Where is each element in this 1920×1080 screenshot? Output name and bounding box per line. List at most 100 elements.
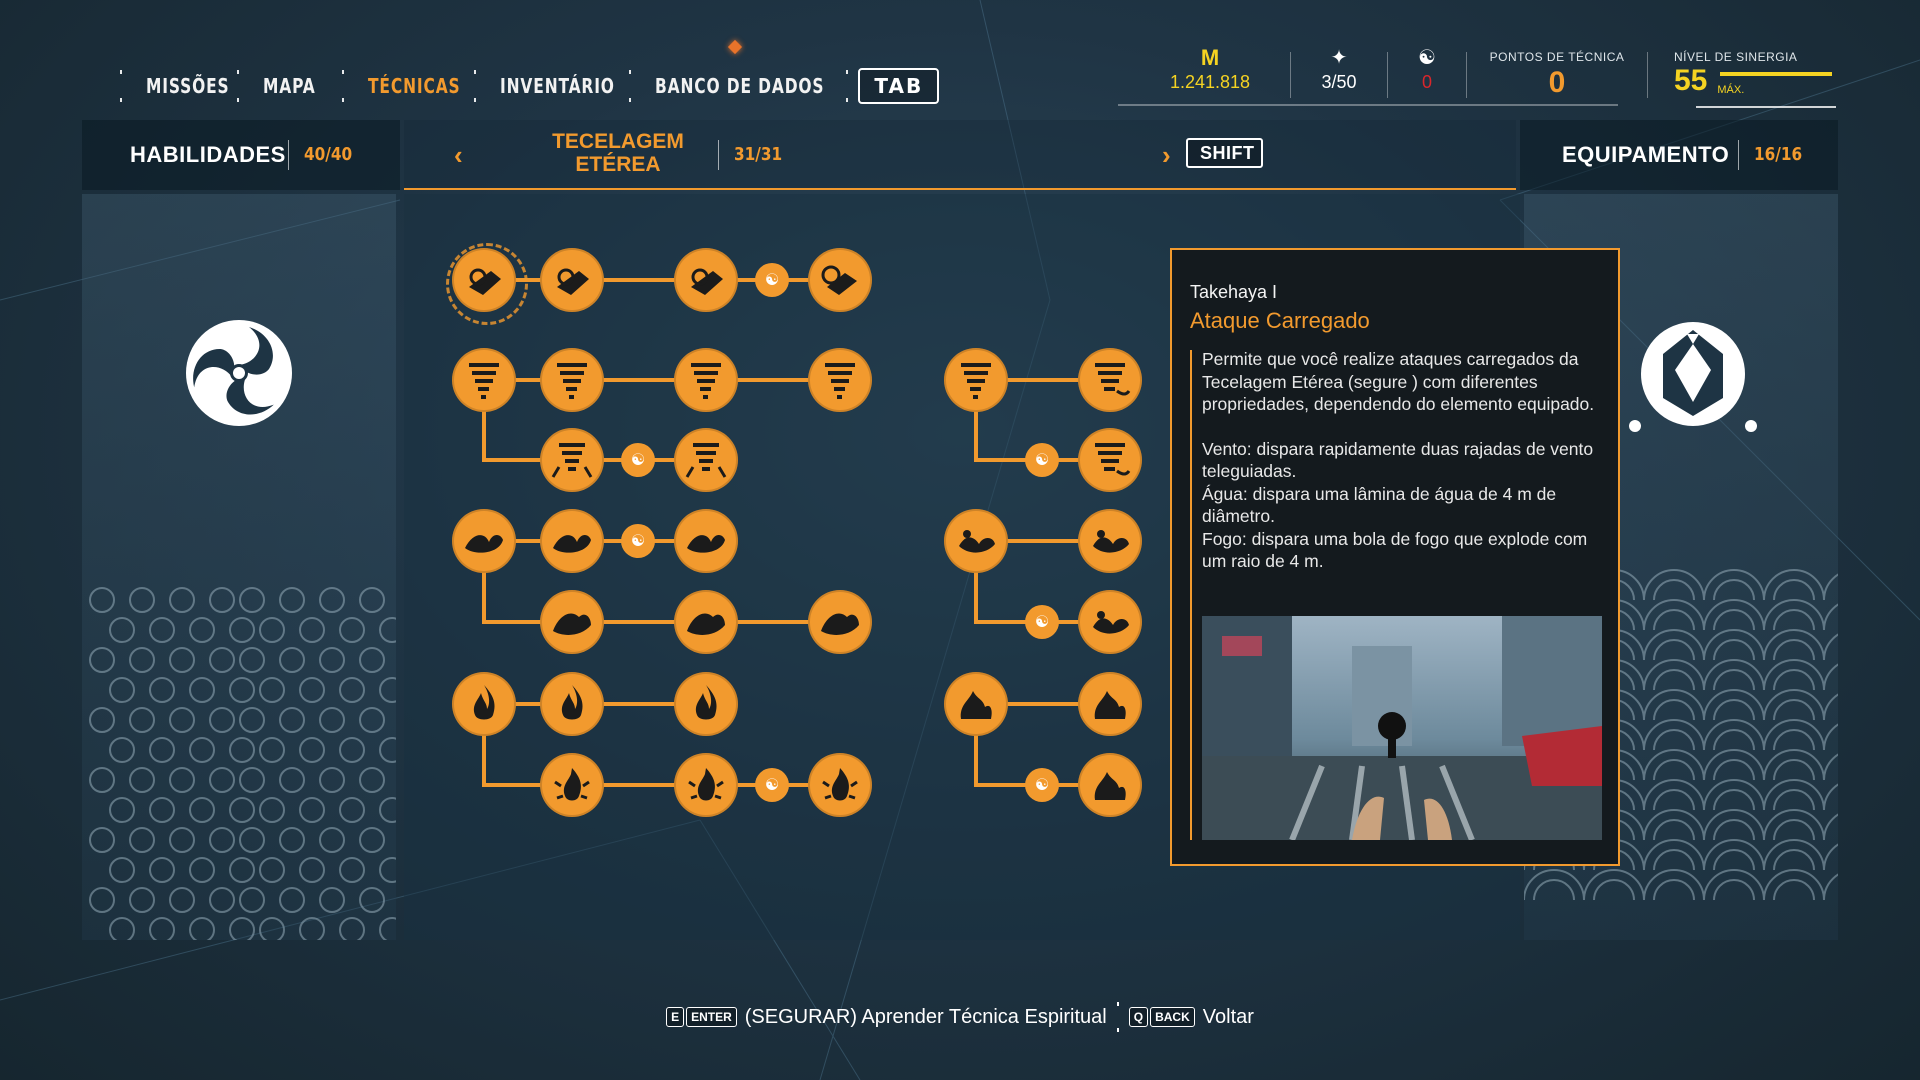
abilities-panel[interactable]	[82, 194, 396, 940]
decorative-pattern	[89, 587, 396, 940]
ethereal-weaving-tab[interactable]: ‹ TECELAGEM ETÉREA 31/31 › SHIFT	[404, 120, 1516, 190]
wave-crest-icon	[687, 613, 725, 635]
synergy-value: 55	[1674, 64, 1708, 97]
yin-yang-icon: ☯	[755, 768, 789, 802]
description-text: Permite que você realize ataques carrega…	[1202, 349, 1595, 414]
skill-node-fire-1[interactable]	[452, 672, 516, 736]
header-separator	[288, 140, 289, 170]
flame-burst-icon	[554, 768, 590, 801]
tab-missoes[interactable]: MISSÕES	[146, 66, 243, 106]
chevron-right-icon[interactable]: ›	[1162, 140, 1171, 170]
key-e: E	[666, 1007, 685, 1027]
tornado-burst-icon	[551, 443, 593, 478]
skill-node-water-alt-2[interactable]	[1078, 509, 1142, 573]
header-separator	[718, 140, 719, 170]
ethereal-weaving-count: 31/31	[734, 144, 783, 165]
skill-points-stat: PONTOS DE TÉCNICA 0	[1467, 48, 1647, 104]
tab-label: BANCO DE DADOS	[655, 74, 825, 98]
tornado-burst-icon	[685, 443, 727, 478]
splash-icon	[1093, 530, 1129, 553]
tab-mapa[interactable]: MAPA	[263, 66, 324, 106]
header-separator	[1738, 140, 1739, 170]
skill-node-wind-5[interactable]	[540, 428, 604, 492]
skill-node-charged-attack-4[interactable]	[808, 248, 872, 312]
skill-node-water-2[interactable]	[540, 509, 604, 573]
stat-separator	[1647, 52, 1648, 98]
nav-separator	[473, 70, 476, 102]
yin-yang-icon: ☯	[621, 524, 655, 558]
skill-node-water-alt-3[interactable]	[1078, 590, 1142, 654]
stat-separator	[1290, 52, 1291, 98]
skill-node-charged-attack-2[interactable]	[540, 248, 604, 312]
equipment-title: EQUIPAMENTO	[1562, 142, 1730, 167]
synergy-label: NÍVEL DE SINERGIA	[1674, 50, 1798, 64]
equipment-tab[interactable]: EQUIPAMENTO 16/16	[1520, 120, 1838, 190]
tab-label: MISSÕES	[146, 74, 230, 98]
tab-inventario[interactable]: INVENTÁRIO	[500, 66, 634, 106]
hand-charge-icon	[557, 268, 589, 295]
yin-yang-icon: ☯	[1418, 47, 1436, 69]
magatama-icon: ✦	[1330, 47, 1348, 69]
tab-tecnicas[interactable]: TÉCNICAS	[368, 66, 476, 106]
skill-node-charged-attack-3[interactable]	[674, 248, 738, 312]
abilities-tab[interactable]: HABILIDADES 40/40	[82, 120, 400, 190]
skill-node-wind-6[interactable]	[674, 428, 738, 492]
skill-node-wind-1[interactable]	[452, 348, 516, 412]
skill-node-wind-4[interactable]	[808, 348, 872, 412]
skill-node-fire-2[interactable]	[540, 672, 604, 736]
skill-description: Permite que você realize ataques carrega…	[1202, 348, 1602, 573]
shift-key-hint[interactable]: SHIFT	[1186, 138, 1263, 168]
skill-node-wind-alt-1[interactable]	[944, 348, 1008, 412]
wave-icon	[465, 535, 503, 553]
selected-node-ring	[446, 243, 528, 325]
synergy-progress-bar	[1720, 72, 1832, 76]
skill-node-charged-attack-1[interactable]	[452, 248, 516, 312]
tab-label: MAPA	[263, 74, 316, 98]
skill-node-fire-4[interactable]	[540, 753, 604, 817]
skill-node-wind-alt-2[interactable]	[1078, 348, 1142, 412]
skill-node-water-4[interactable]	[540, 590, 604, 654]
hand-charge-icon	[469, 268, 501, 295]
synergy-max-label: MÁX.	[1717, 84, 1745, 96]
skill-node-fire-3[interactable]	[674, 672, 738, 736]
element-water-text: Água: dispara uma lâmina de água de 4 m …	[1202, 483, 1557, 527]
back-hint[interactable]: Q BACK Voltar	[1128, 1006, 1254, 1029]
skill-node-water-1[interactable]	[452, 509, 516, 573]
skill-node-fire-alt-1[interactable]	[944, 672, 1008, 736]
skill-points-label: PONTOS DE TÉCNICA	[1489, 50, 1625, 64]
abilities-title: HABILIDADES	[130, 142, 286, 167]
skill-node-water-5[interactable]	[674, 590, 738, 654]
tab-banco-de-dados[interactable]: BANCO DE DADOS	[655, 66, 852, 106]
wave-crest-icon	[553, 613, 591, 635]
spirit-value: 0	[1421, 72, 1432, 92]
nav-separator	[846, 70, 849, 102]
stat-separator	[1466, 52, 1467, 98]
equipment-emblem-icon	[1629, 322, 1757, 432]
learn-technique-hint[interactable]: E ENTER (SEGURAR) Aprender Técnica Espir…	[666, 1006, 1107, 1029]
tornado-swirl-icon	[1095, 443, 1131, 476]
skill-node-wind-alt-3[interactable]	[1078, 428, 1142, 492]
yin-yang-icon: ☯	[755, 263, 789, 297]
skill-node-fire-6[interactable]	[808, 753, 872, 817]
skill-node-water-alt-1[interactable]	[944, 509, 1008, 573]
chevron-left-icon[interactable]: ‹	[454, 140, 463, 170]
splash-icon	[1093, 611, 1129, 634]
skill-points-value: 0	[1548, 66, 1566, 99]
tornado-icon	[557, 363, 587, 399]
nav-separator	[237, 70, 240, 102]
control-hints: E ENTER (SEGURAR) Aprender Técnica Espir…	[0, 1000, 1920, 1034]
tab-key-hint[interactable]: TAB	[858, 68, 940, 104]
skill-node-water-3[interactable]	[674, 509, 738, 573]
nav-separator	[120, 70, 122, 102]
hand-orb-icon	[821, 265, 857, 295]
skill-node-wind-3[interactable]	[674, 348, 738, 412]
skill-node-water-6[interactable]	[808, 590, 872, 654]
skill-node-fire-alt-2[interactable]	[1078, 672, 1142, 736]
stats-underline	[1118, 104, 1618, 106]
skill-node-fire-alt-3[interactable]	[1078, 753, 1142, 817]
skill-node-wind-2[interactable]	[540, 348, 604, 412]
tab-label: INVENTÁRIO	[499, 74, 615, 98]
learn-technique-label: (SEGURAR) Aprender Técnica Espiritual	[744, 1005, 1107, 1028]
spirit-stat: ☯ 0	[1388, 48, 1466, 104]
skill-node-fire-5[interactable]	[674, 753, 738, 817]
